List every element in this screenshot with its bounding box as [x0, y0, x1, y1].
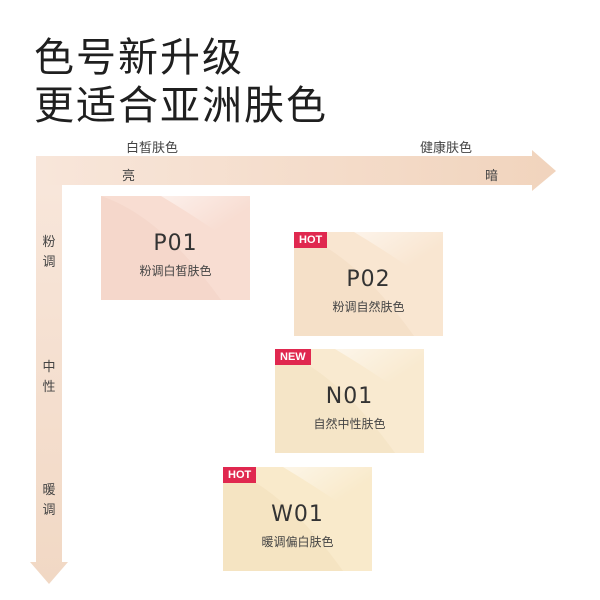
- hot-badge: HOT: [223, 467, 257, 483]
- swatch-code: N01: [325, 384, 374, 409]
- swatch-sheen: [294, 232, 443, 336]
- swatch-n01: NEW N01 自然中性肤色: [275, 349, 424, 453]
- horizontal-arrow: [36, 150, 556, 191]
- swatch-sheen: [275, 349, 424, 453]
- axis-label-fair-skin: 白皙肤色: [126, 141, 179, 156]
- swatch-description: 粉调白皙肤色: [139, 264, 212, 278]
- headline-line-1: 色号新升级: [34, 35, 244, 81]
- headline-line-2: 更适合亚洲肤色: [34, 83, 328, 129]
- swatch-description: 自然中性肤色: [313, 417, 386, 431]
- vertical-arrow: [30, 185, 68, 584]
- new-badge: NEW: [275, 349, 311, 365]
- swatch-p02: HOT P02 粉调自然肤色: [294, 232, 443, 336]
- swatch-description: 粉调自然肤色: [332, 300, 405, 314]
- swatch-w01: HOT W01 暖调偏白肤色: [223, 467, 372, 571]
- swatch-p01: P01 粉调白皙肤色: [101, 196, 250, 300]
- axis-label-dark: 暗: [485, 169, 499, 184]
- swatch-description: 暖调偏白肤色: [261, 535, 334, 549]
- swatch-sheen: [101, 196, 250, 300]
- swatch-code: W01: [271, 502, 324, 527]
- tone-label-warm: 暖调: [42, 483, 56, 518]
- hot-badge: HOT: [294, 232, 328, 248]
- axis-label-healthy-skin: 健康肤色: [420, 141, 473, 156]
- tone-label-neutral: 中性: [42, 360, 56, 395]
- tone-label-pink: 粉调: [42, 235, 56, 270]
- swatch-sheen: [223, 467, 372, 571]
- swatch-code: P01: [153, 231, 198, 256]
- swatch-code: P02: [346, 267, 391, 292]
- axis-label-bright: 亮: [122, 169, 136, 184]
